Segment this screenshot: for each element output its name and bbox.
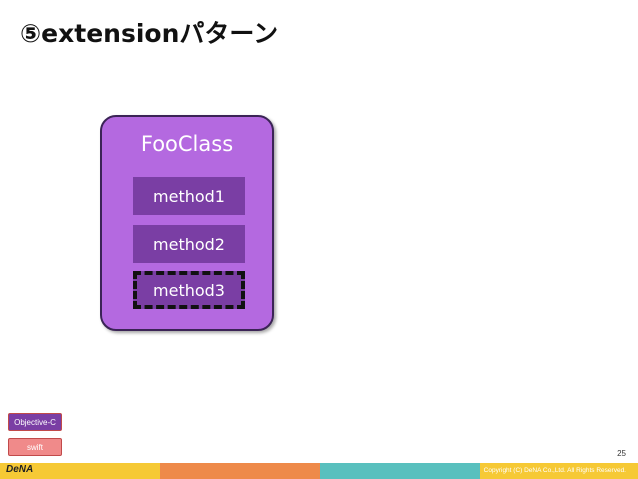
copyright-text: Copyright (C) DeNA Co.,Ltd. All Rights R… bbox=[483, 467, 626, 474]
method-box-2: method2 bbox=[133, 225, 245, 263]
footer-segment-teal bbox=[320, 463, 480, 479]
method-box-3-extension: method3 bbox=[133, 271, 245, 309]
footer-segment-end bbox=[480, 463, 638, 479]
page-number: 25 bbox=[617, 449, 626, 458]
swift-tag: swift bbox=[8, 438, 62, 456]
footer-segment-orange bbox=[160, 463, 320, 479]
method-box-1: method1 bbox=[133, 177, 245, 215]
dena-logo: DeNA bbox=[6, 464, 34, 475]
class-box: FooClass method1 method2 method3 bbox=[100, 115, 274, 331]
class-name: FooClass bbox=[140, 132, 234, 156]
slide-title: ⑤extensionパターン bbox=[20, 19, 279, 48]
footer-bar bbox=[0, 463, 638, 479]
footer-segment-yellow bbox=[0, 463, 160, 479]
objective-c-tag: Objective-C bbox=[8, 413, 62, 431]
